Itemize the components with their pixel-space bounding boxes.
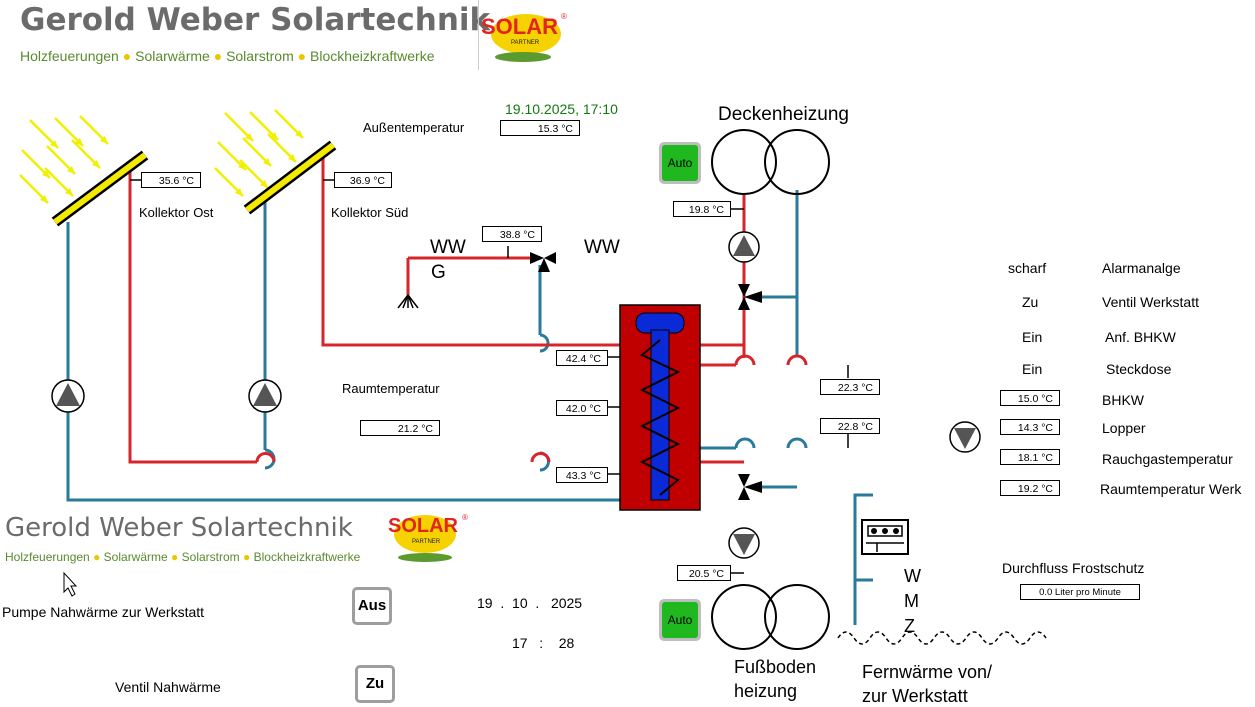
collector-south-label: Kollektor Süd: [331, 205, 409, 220]
reading-lopper-value: 14.3 °C: [1000, 419, 1060, 435]
wmz-m: M: [904, 591, 919, 611]
collector-east-temp: 35.6 °C: [141, 172, 201, 188]
heat-meter-icon: [861, 519, 909, 555]
ceiling-circuit-icon: [711, 129, 830, 195]
status-label-socket: Steckdose: [1106, 361, 1172, 377]
tank-temp-bottom: 43.3 °C: [556, 467, 608, 483]
tank-temp-top: 42.4 °C: [556, 350, 608, 366]
collector-east-label: Kollektor Ost: [139, 205, 214, 220]
valve-toggle-button[interactable]: Zu: [355, 665, 395, 703]
storage-tank-icon: [619, 304, 701, 511]
district-label-1: Fernwärme von/: [862, 662, 993, 682]
wmz-w: W: [904, 566, 921, 586]
reading-bhkw-value: 15.0 °C: [1000, 390, 1060, 406]
status-state-socket: Ein: [1022, 361, 1043, 377]
tank-temp-middle: 42.0 °C: [556, 400, 608, 416]
tank-sensor-lines: [608, 208, 849, 574]
collector-east-icon: [51, 150, 149, 227]
datetime-label: 19.10.2025, 17:10: [505, 101, 618, 117]
district-pump-icon: [949, 421, 981, 453]
collector-south-temp: 36.9 °C: [334, 172, 392, 188]
brand-name-top: Gerold Weber Solartechnik: [20, 2, 491, 38]
ww-right-label: WW: [584, 237, 620, 258]
room-temp-value: 21.2 °C: [360, 420, 440, 436]
frost-value: 0.0 Liter pro Minute: [1020, 584, 1140, 600]
district-temp-a: 22.3 °C: [820, 379, 880, 395]
control-time: 17 : 28: [512, 635, 575, 651]
brand-tagline-top: Holzfeuerungen ● Solarwärme ● Solarstrom…: [20, 48, 435, 64]
mixing-valve-floor-icon: [738, 474, 762, 500]
wmz-z: Z: [904, 616, 915, 636]
ww-mix-temp: 38.8 °C: [482, 226, 542, 242]
floor-pump-icon: [728, 527, 760, 559]
control-date: 19 . 10 . 2025: [477, 595, 583, 611]
floor-heating-title-1: Fußboden: [734, 657, 817, 677]
solar-partner-logo-bottom: SOLAR ® PARTNER: [382, 505, 472, 570]
floor-mode-button[interactable]: Auto: [659, 599, 701, 641]
outdoor-temp-label: Außentemperatur: [363, 120, 465, 135]
reading-lopper-label: Lopper: [1102, 420, 1146, 436]
brand-name-bottom: Gerold Weber Solartechnik: [5, 513, 353, 543]
frost-label: Durchfluss Frostschutz: [1002, 560, 1145, 576]
mixing-valve-ceiling-icon: [738, 284, 762, 310]
mixing-valve-ww-icon: [530, 252, 556, 272]
reading-bhkw-label: BHKW: [1102, 392, 1144, 408]
status-state-valve: Zu: [1022, 294, 1039, 310]
reading-flue-value: 18.1 °C: [1000, 449, 1060, 465]
floor-heating-title-2: heizung: [734, 681, 798, 701]
reading-flue-label: Rauchgastemperatur: [1102, 451, 1233, 467]
district-temp-b: 22.8 °C: [820, 418, 880, 434]
reading-room-werk-label: Raumtemperatur Werk: [1100, 481, 1242, 497]
reading-room-werk-value: 19.2 °C: [1000, 480, 1060, 496]
status-label-alarm: Alarmanalge: [1102, 260, 1181, 276]
solar-pump-south-icon: [248, 379, 282, 413]
pump-label: Pumpe Nahwärme zur Werkstatt: [2, 604, 205, 620]
solar-partner-logo-top: SOLAR ® PARTNER: [478, 0, 571, 70]
status-label-bhkw: Anf. BHKW: [1105, 329, 1176, 345]
hot-pipes: [128, 155, 808, 464]
ww-left-sub: G: [431, 262, 446, 283]
solar-pump-east-icon: [51, 379, 85, 413]
valve-label: Ventil Nahwärme: [115, 679, 221, 695]
ceiling-heating-title: Deckenheizung: [718, 104, 849, 125]
mouse-cursor-icon: [63, 571, 78, 597]
floor-circuit-icon: [711, 584, 830, 650]
floor-flow-temp: 20.5 °C: [677, 565, 731, 581]
ww-left-label: WW: [430, 237, 466, 258]
pump-toggle-button[interactable]: Aus: [352, 587, 392, 625]
brand-tagline-bottom: Holzfeuerungen ● Solarwärme ● Solarstrom…: [5, 550, 361, 564]
ceiling-flow-temp: 19.8 °C: [673, 201, 731, 217]
status-state-bhkw: Ein: [1022, 329, 1043, 345]
status-state-alarm: scharf: [1008, 260, 1047, 276]
room-temp-label: Raumtemperatur: [342, 381, 440, 396]
status-label-valve: Ventil Werkstatt: [1102, 294, 1200, 310]
ceiling-pump-icon: [728, 231, 760, 263]
outdoor-temp-value: 15.3 °C: [500, 120, 580, 136]
ceiling-mode-button[interactable]: Auto: [659, 142, 701, 184]
ground-line: [837, 631, 1047, 645]
tap-icon: [397, 246, 509, 309]
collector-south-icon: [243, 140, 337, 215]
district-label-2: zur Werkstatt: [862, 686, 968, 706]
